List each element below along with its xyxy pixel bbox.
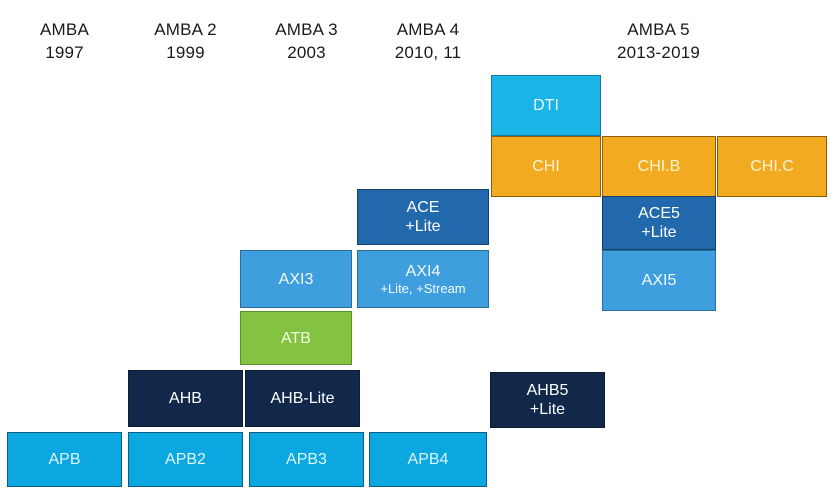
protocol-label: APB3 [286, 451, 327, 468]
column-header-years: 2013-2019 [616, 43, 701, 62]
protocol-box-chi[interactable]: CHI [491, 136, 601, 197]
protocol-label: APB4 [407, 451, 449, 468]
column-header-years: 1997 [45, 43, 84, 62]
protocol-box-apb2[interactable]: APB2 [128, 432, 243, 487]
column-header-years: 2003 [287, 43, 326, 62]
protocol-label: ACE [406, 199, 440, 216]
column-header-amba-4: AMBA 4 2010, 11 [369, 18, 487, 64]
protocol-label: CHI.C [750, 158, 794, 175]
protocol-box-ahb[interactable]: AHB [128, 370, 243, 427]
protocol-label: ACE5 [638, 205, 680, 222]
protocol-label: AXI3 [278, 270, 314, 288]
protocol-label: AHB [169, 390, 202, 407]
protocol-label: AXI5 [641, 272, 677, 289]
protocol-box-apb4[interactable]: APB4 [369, 432, 487, 487]
protocol-label: AHB5 [526, 382, 569, 399]
protocol-label: CHI.B [637, 158, 681, 175]
column-header-amba-3: AMBA 3 2003 [249, 18, 364, 64]
column-header-years: 1999 [166, 43, 205, 62]
column-header-name: AMBA [40, 20, 89, 39]
protocol-box-axi5[interactable]: AXI5 [602, 250, 716, 311]
protocol-label: APB2 [165, 451, 206, 468]
protocol-box-axi4[interactable]: AXI4+Lite, +Stream [357, 250, 489, 308]
column-header-amba-2: AMBA 2 1999 [128, 18, 243, 64]
column-header-amba: AMBA 1997 [7, 18, 122, 64]
protocol-label: AHB-Lite [270, 390, 335, 407]
protocol-label: AXI4 [405, 262, 441, 280]
protocol-box-apb3[interactable]: APB3 [249, 432, 364, 487]
protocol-label: CHI [532, 158, 560, 175]
protocol-box-chi-c[interactable]: CHI.C [717, 136, 827, 197]
protocol-box-chi-b[interactable]: CHI.B [602, 136, 716, 197]
protocol-sublabel: +Lite [641, 224, 677, 241]
column-header-amba-5: AMBA 5 2013-2019 [490, 18, 827, 64]
protocol-label: APB [48, 451, 81, 468]
protocol-label: ATB [281, 329, 311, 347]
protocol-box-apb[interactable]: APB [7, 432, 122, 487]
column-header-years: 2010, 11 [394, 43, 462, 62]
protocol-box-ace5[interactable]: ACE5 +Lite [602, 196, 716, 250]
protocol-box-ahb5[interactable]: AHB5 +Lite [490, 372, 605, 428]
protocol-label: DTI [533, 97, 559, 114]
protocol-box-axi3[interactable]: AXI3 [240, 250, 352, 308]
protocol-sublabel: +Lite, +Stream [380, 280, 466, 296]
column-header-name: AMBA 4 [396, 20, 460, 39]
protocol-box-ace[interactable]: ACE +Lite [357, 189, 489, 245]
protocol-sublabel: +Lite [405, 218, 441, 235]
column-header-name: AMBA 3 [275, 20, 338, 39]
protocol-box-ahb-lite[interactable]: AHB-Lite [245, 370, 360, 427]
protocol-box-dti[interactable]: DTI [491, 75, 601, 136]
column-header-name: AMBA 2 [154, 20, 217, 39]
column-header-name: AMBA 5 [627, 20, 690, 39]
protocol-box-atb[interactable]: ATB [240, 311, 352, 365]
protocol-sublabel: +Lite [529, 401, 566, 418]
